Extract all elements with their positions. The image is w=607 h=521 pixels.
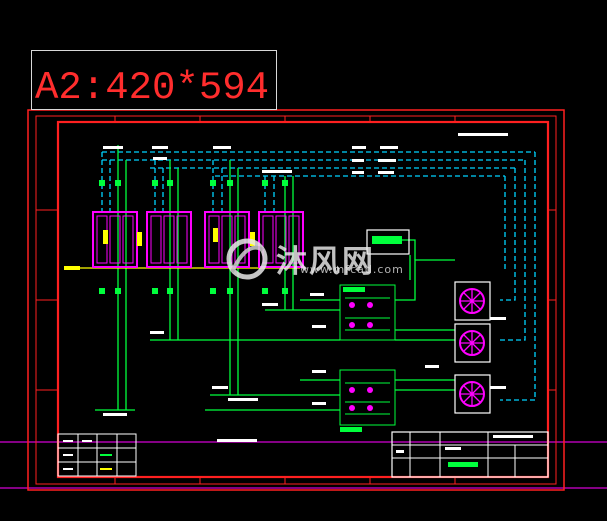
mfcad-watermark-logo	[226, 238, 268, 280]
unit-group-2	[137, 211, 192, 268]
unit-group-4	[64, 211, 304, 270]
sheet-middle-border	[35, 115, 557, 485]
border-ticks	[36, 116, 556, 484]
legend-table	[57, 433, 137, 477]
watermark-text: 沐风网	[276, 244, 375, 280]
watermark-url: www.mfcad.com	[300, 263, 404, 276]
control-cabinet	[366, 229, 410, 255]
paper-size-frame	[31, 50, 277, 110]
chiller-1	[454, 281, 491, 321]
pump-station-upper	[339, 284, 396, 341]
return-water-headers	[101, 151, 536, 401]
chiller-2	[454, 323, 491, 363]
pump-station-lower	[339, 369, 396, 432]
control-cabinet-label-fill	[372, 236, 402, 244]
title-block	[391, 431, 549, 478]
annotation-marks	[103, 133, 508, 442]
paper-size-label: A2:420*594	[35, 66, 270, 110]
valve-symbols	[99, 180, 288, 294]
sheet-outer-border	[27, 109, 565, 491]
unit-group-1	[92, 211, 138, 268]
chiller-3	[454, 374, 491, 414]
